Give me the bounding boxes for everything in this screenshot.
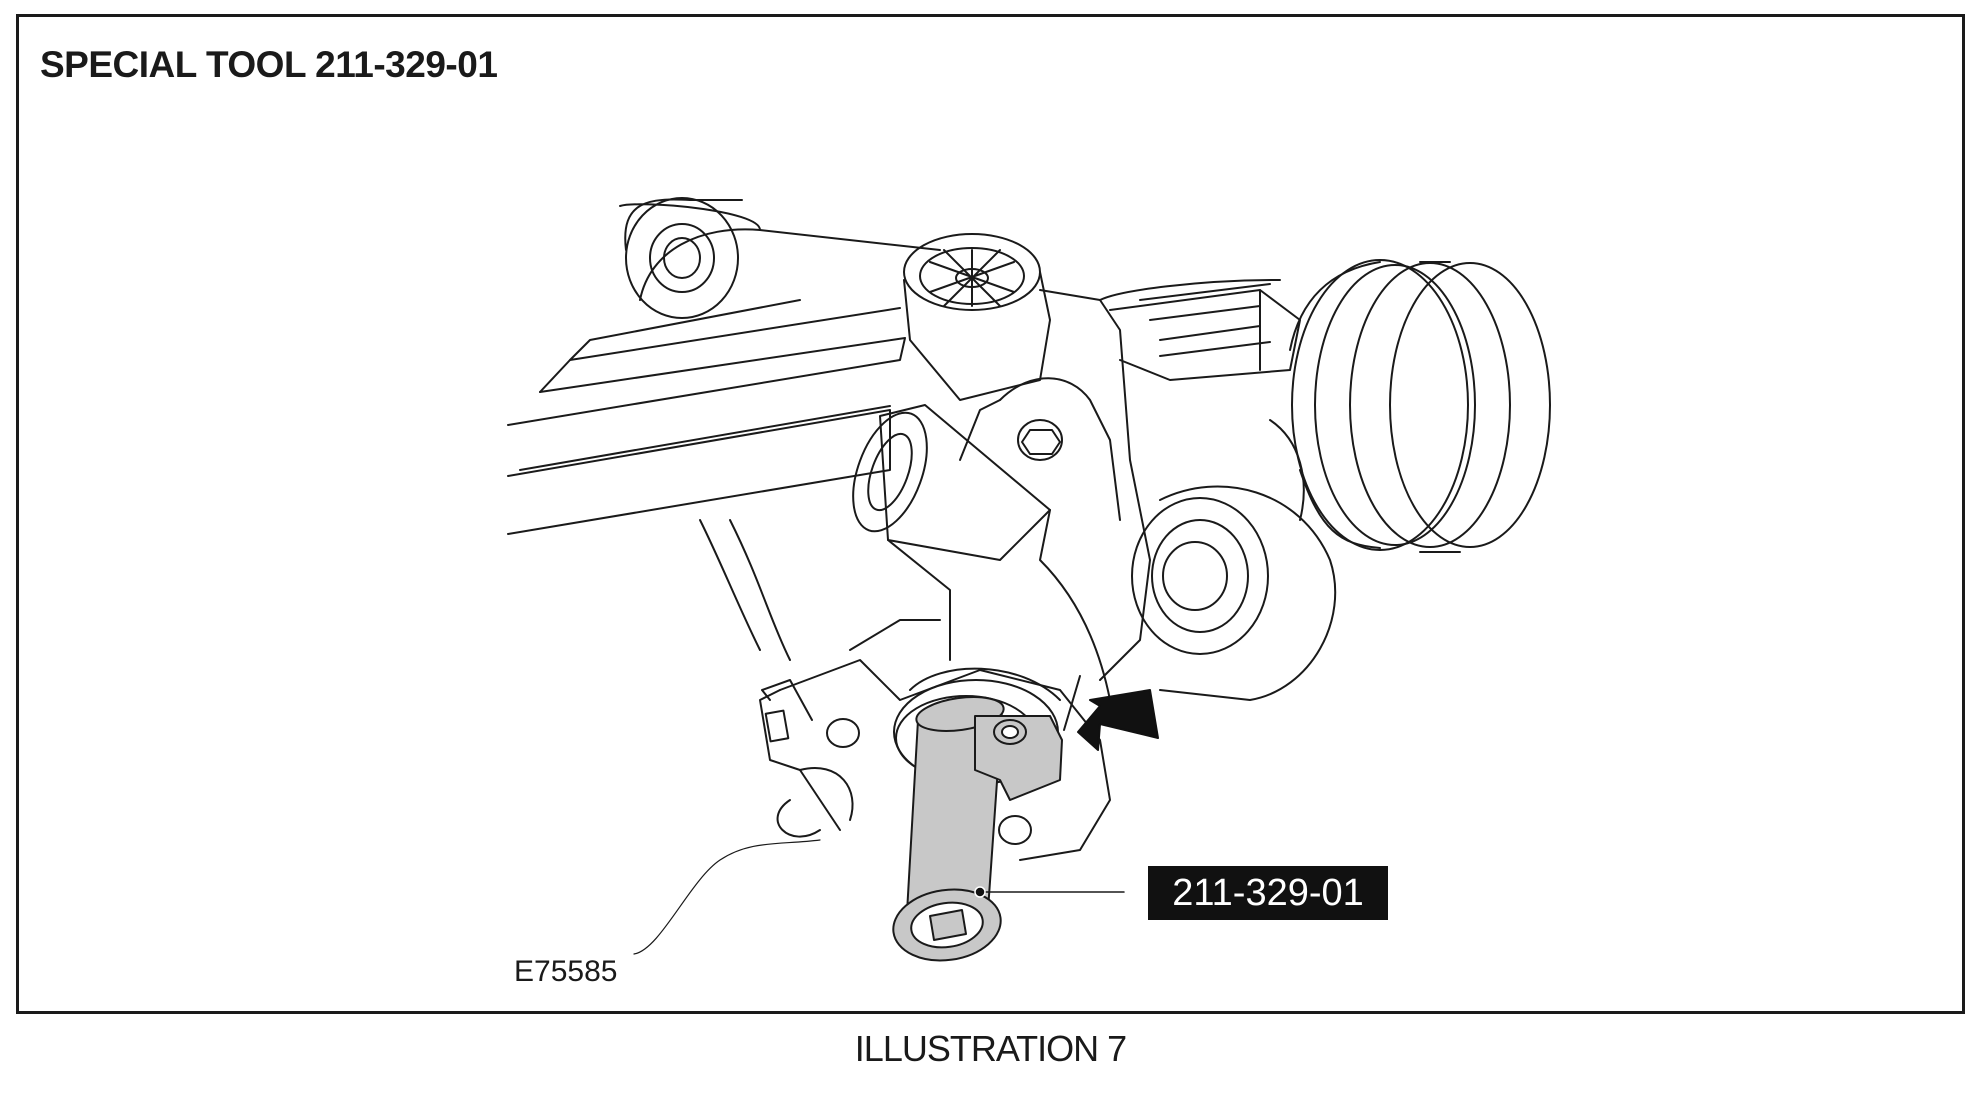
pinion-tower (852, 377, 1121, 701)
illustration-caption: ILLUSTRATION 7 (854, 1028, 1127, 1069)
top-cap (903, 233, 1051, 401)
arrow-icon (1077, 689, 1159, 751)
special-tool (892, 696, 1063, 962)
illustration-frame (16, 14, 1965, 1014)
rack-housing (507, 203, 941, 661)
right-bushing (1131, 419, 1337, 701)
tool-callout-label: 211-329-01 (1148, 866, 1388, 920)
lower-flange (759, 619, 1111, 861)
alignment-mark (1063, 675, 1081, 731)
figure-id: E75585 (514, 955, 618, 988)
figure-id-leader (633, 839, 821, 955)
page-title: SPECIAL TOOL 211-329-01 (40, 44, 498, 85)
rack-boot (1289, 259, 1551, 553)
valve-body (1039, 279, 1301, 681)
callout-leader (974, 886, 1125, 898)
left-bushing (624, 197, 743, 319)
